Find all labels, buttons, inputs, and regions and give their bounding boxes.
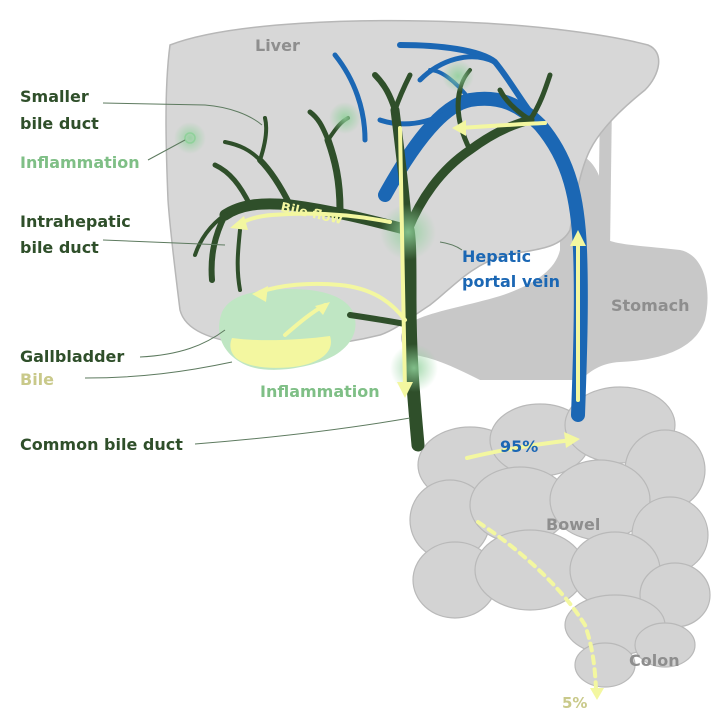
label-intrahepatic-line2: bile duct	[20, 238, 99, 257]
label-bowel: Bowel	[546, 515, 600, 534]
inflammation-glow	[174, 122, 206, 154]
bowel-shape	[410, 387, 710, 687]
label-5-percent: 5%	[562, 694, 587, 712]
inflammation-glow	[329, 102, 361, 134]
label-intrahepatic-line1: Intrahepatic	[20, 212, 131, 231]
label-smaller-bile-duct-line1: Smaller	[20, 87, 89, 106]
label-inflammation-top: Inflammation	[20, 153, 140, 172]
label-smaller-bile-duct-line2: bile duct	[20, 114, 99, 133]
label-bile: Bile	[20, 370, 54, 389]
inflammation-glow	[442, 60, 474, 92]
inflammation-glow	[390, 344, 438, 392]
label-stomach: Stomach	[611, 296, 690, 315]
label-liver: Liver	[255, 36, 300, 55]
label-gallbladder: Gallbladder	[20, 347, 124, 366]
label-common-bile-duct: Common bile duct	[20, 435, 183, 454]
label-95-percent: 95%	[500, 437, 538, 456]
label-hepatic-portal-vein-line1: Hepatic	[462, 247, 531, 266]
label-hepatic-portal-vein-line2: portal vein	[462, 272, 560, 291]
label-colon: Colon	[629, 651, 680, 670]
label-inflammation-bottom: Inflammation	[260, 382, 380, 401]
inflammation-glow	[380, 204, 436, 260]
